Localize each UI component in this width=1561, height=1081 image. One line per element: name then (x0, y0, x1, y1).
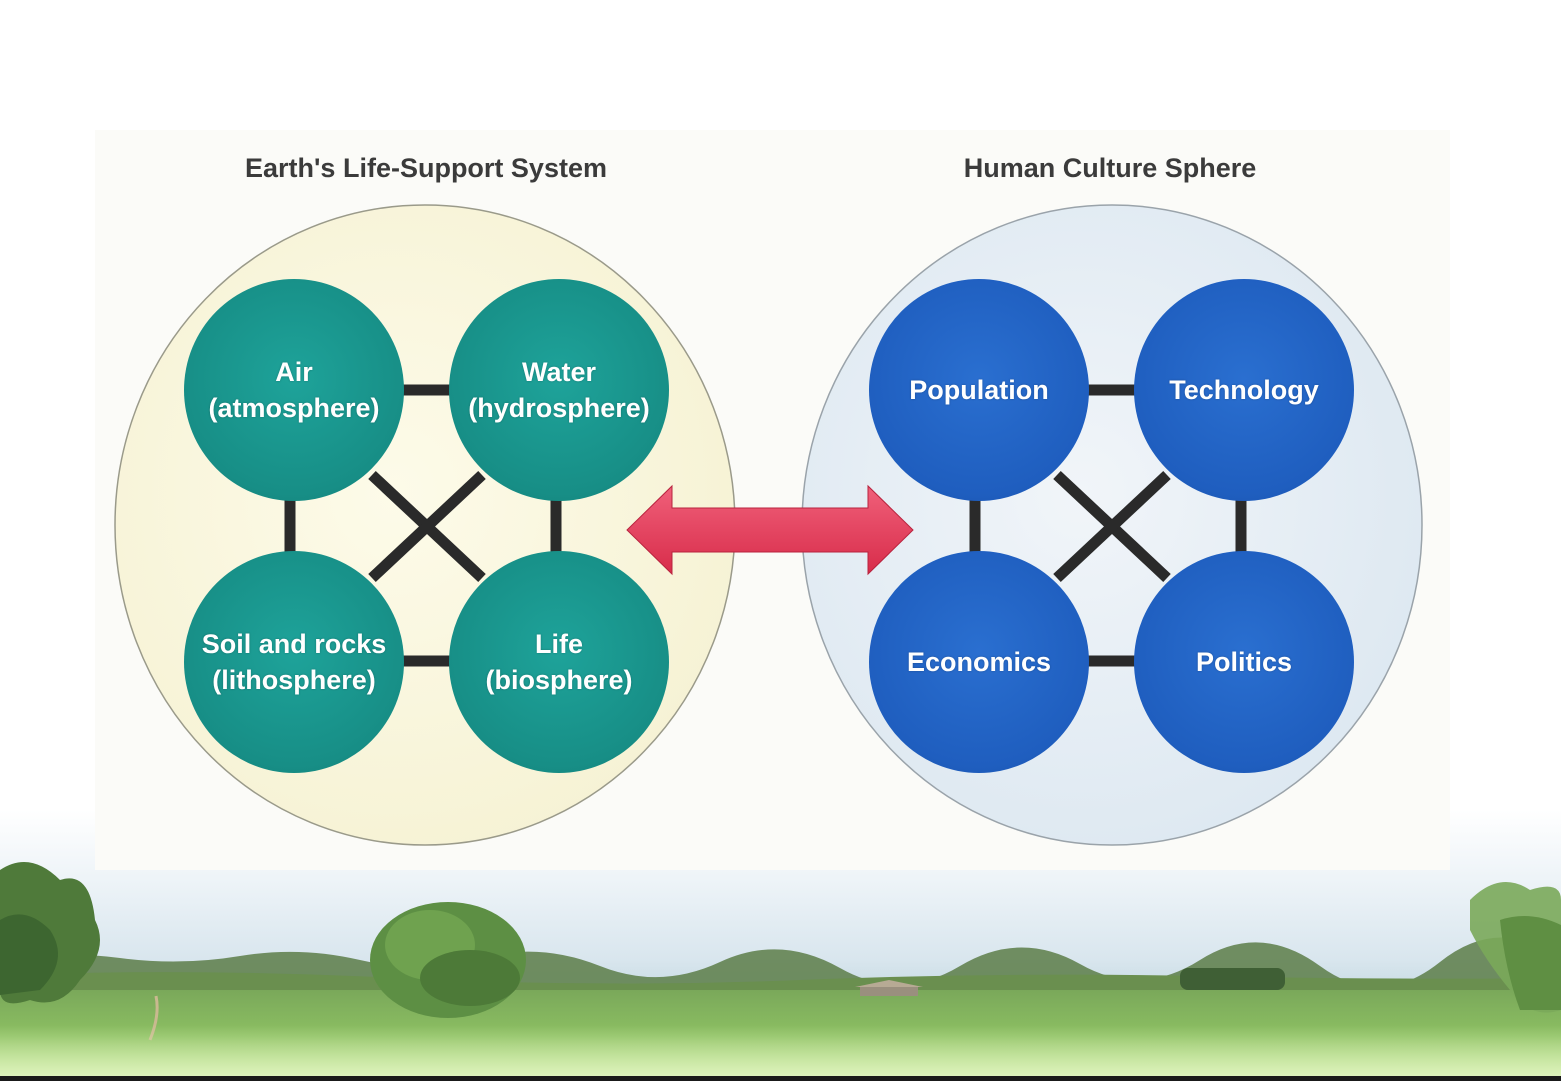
node-water-subtitle: (hydrosphere) (468, 390, 650, 426)
node-economics: Economics (869, 551, 1089, 773)
node-politics: Politics (1134, 551, 1354, 773)
node-politics-title: Politics (1196, 644, 1292, 680)
node-life-title: Life (535, 626, 583, 662)
earth-system-heading: Earth's Life-Support System (210, 153, 642, 184)
bottom-edge-bar (0, 1076, 1561, 1081)
node-air-title: Air (275, 354, 313, 390)
human-culture-heading: Human Culture Sphere (920, 153, 1300, 184)
node-soil-subtitle: (lithosphere) (212, 662, 376, 698)
node-soil-and-rocks: Soil and rocks (lithosphere) (184, 551, 404, 773)
node-population: Population (869, 279, 1089, 501)
node-water: Water (hydrosphere) (449, 279, 669, 501)
node-soil-title: Soil and rocks (202, 626, 387, 662)
node-population-title: Population (909, 372, 1048, 408)
node-technology-title: Technology (1169, 372, 1319, 408)
node-water-title: Water (522, 354, 596, 390)
node-technology: Technology (1134, 279, 1354, 501)
node-economics-title: Economics (907, 644, 1051, 680)
node-life: Life (biosphere) (449, 551, 669, 773)
node-air-subtitle: (atmosphere) (208, 390, 379, 426)
node-life-subtitle: (biosphere) (485, 662, 632, 698)
double-headed-arrow (627, 486, 913, 574)
node-air: Air (atmosphere) (184, 279, 404, 501)
